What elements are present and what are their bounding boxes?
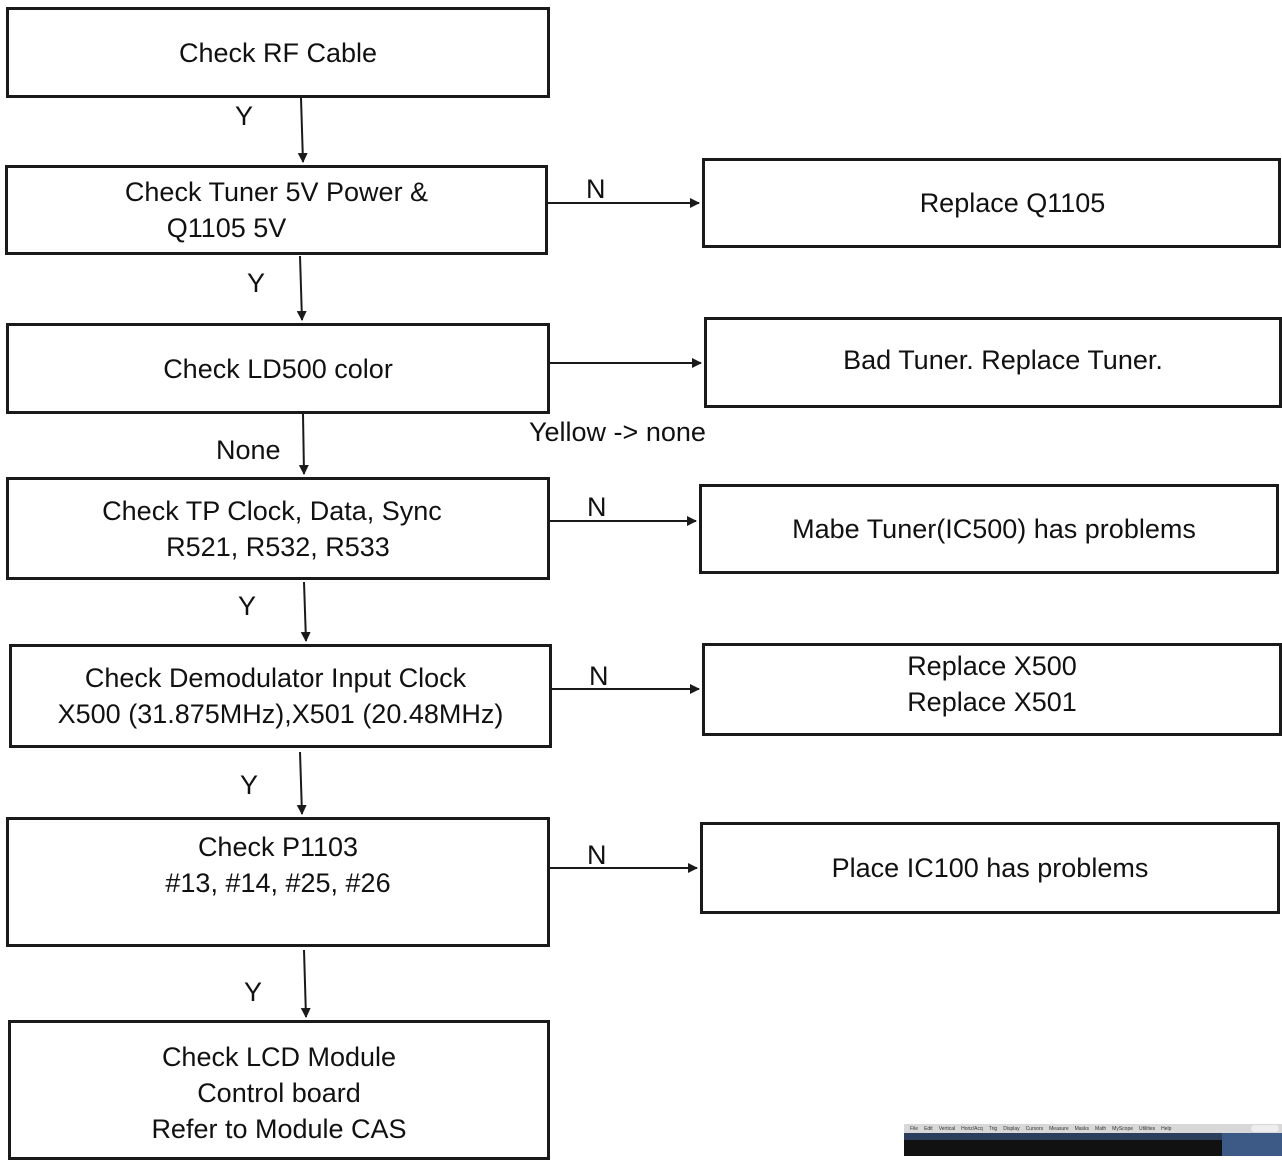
- menu-item: File: [910, 1125, 919, 1132]
- check-p1103-box: Check P1103 #13, #14, #25, #26: [6, 817, 550, 947]
- box-text-line-1: Check LCD Module: [161, 1042, 397, 1072]
- menu-item: Horiz/Acq: [961, 1125, 983, 1132]
- oscilloscope-screenshot-thumbnail: File Edit Vertical Horiz/Acq Trig Displa…: [904, 1124, 1282, 1156]
- menu-item: MyScope: [1112, 1125, 1134, 1132]
- arrow-tuner-to-ld500: [296, 255, 307, 321]
- check-tp-clock-box: Check TP Clock, Data, Sync R521, R532, R…: [6, 477, 550, 580]
- replace-x500-x501-box: Replace X500 Replace X501: [702, 643, 1282, 736]
- box-text-line-1: Check Tuner 5V Power &: [124, 177, 429, 207]
- check-rf-cable-box: Check RF Cable: [6, 7, 550, 98]
- box-text-line-3: Refer to Module CAS: [151, 1114, 407, 1144]
- branch-label-yellow-none: Yellow -> none: [529, 417, 706, 447]
- branch-label-n: N: [587, 840, 607, 870]
- box-text: Replace Q1105: [919, 188, 1106, 218]
- menu-item: Help: [1161, 1125, 1172, 1132]
- box-text-line-1: Check TP Clock, Data, Sync: [102, 495, 442, 526]
- mabe-tuner-box: Mabe Tuner(IC500) has problems: [699, 484, 1279, 574]
- check-ld500-box: Check LD500 color: [6, 323, 550, 414]
- thumbnail-statusbar: [904, 1133, 1282, 1140]
- branch-label-y: Y: [247, 268, 266, 298]
- thumbnail-button: [1251, 1125, 1279, 1132]
- box-text: Mabe Tuner(IC500) has problems: [792, 514, 1196, 544]
- menu-item: Cursors: [1025, 1125, 1044, 1132]
- box-text: Check LD500 color: [163, 353, 393, 384]
- box-text-line-2: Q1105 5V: [166, 213, 287, 243]
- menu-item: Vertical: [938, 1125, 956, 1132]
- arrow-p1103-to-lcd: [300, 949, 311, 1018]
- menu-item: Masks: [1074, 1125, 1090, 1132]
- box-text-line-2: #13, #14, #25, #26: [165, 868, 391, 898]
- arrow-ld500-to-tp: [298, 413, 309, 475]
- box-text: Bad Tuner. Replace Tuner.: [843, 344, 1163, 375]
- place-ic100-box: Place IC100 has problems: [700, 822, 1280, 914]
- branch-label-y: Y: [244, 977, 263, 1007]
- menu-item: Measure: [1049, 1125, 1069, 1132]
- box-text-line-1: Replace X500: [907, 650, 1077, 681]
- box-text-line-2: X500 (31.875MHz),X501 (20.48MHz): [57, 699, 504, 729]
- thumbnail-side-panel: [1222, 1133, 1282, 1156]
- box-text-line-2: R521, R532, R533: [166, 531, 390, 562]
- thumbnail-menubar: File Edit Vertical Horiz/Acq Trig Displa…: [904, 1124, 1282, 1133]
- menu-item: Math: [1095, 1125, 1107, 1132]
- menu-item: Edit: [924, 1125, 933, 1132]
- branch-label-n: N: [587, 492, 607, 522]
- arrow-demod-to-p1103: [296, 751, 307, 815]
- branch-label-y: Y: [240, 770, 259, 800]
- check-lcd-module-box: Check LCD Module Control board Refer to …: [8, 1020, 550, 1160]
- box-text-line-2: Replace X501: [907, 686, 1077, 717]
- branch-label-n: N: [586, 174, 606, 204]
- box-text-line-1: Check Demodulator Input Clock: [84, 663, 467, 693]
- box-text-line-1: Check P1103: [197, 832, 359, 862]
- box-text-line-2: Control board: [197, 1078, 361, 1108]
- branch-label-none: None: [216, 435, 281, 465]
- menu-item: Utilities: [1139, 1125, 1156, 1132]
- arrow-rf-to-tuner: [297, 97, 308, 163]
- replace-q1105-box: Replace Q1105: [702, 158, 1281, 248]
- check-demodulator-clock-box: Check Demodulator Input Clock X500 (31.8…: [9, 644, 552, 748]
- box-text: Place IC100 has problems: [831, 853, 1149, 883]
- menu-item: Display: [1003, 1125, 1020, 1132]
- arrow-tp-to-demod: [300, 581, 311, 642]
- branch-label-y: Y: [238, 591, 257, 621]
- branch-label-y: Y: [235, 101, 254, 131]
- box-text: Check RF Cable: [178, 37, 378, 68]
- menu-item: Trig: [988, 1125, 998, 1132]
- check-tuner-power-box: Check Tuner 5V Power & Q1105 5V: [5, 165, 548, 255]
- bad-tuner-box: Bad Tuner. Replace Tuner.: [704, 317, 1282, 408]
- branch-label-n: N: [589, 661, 609, 691]
